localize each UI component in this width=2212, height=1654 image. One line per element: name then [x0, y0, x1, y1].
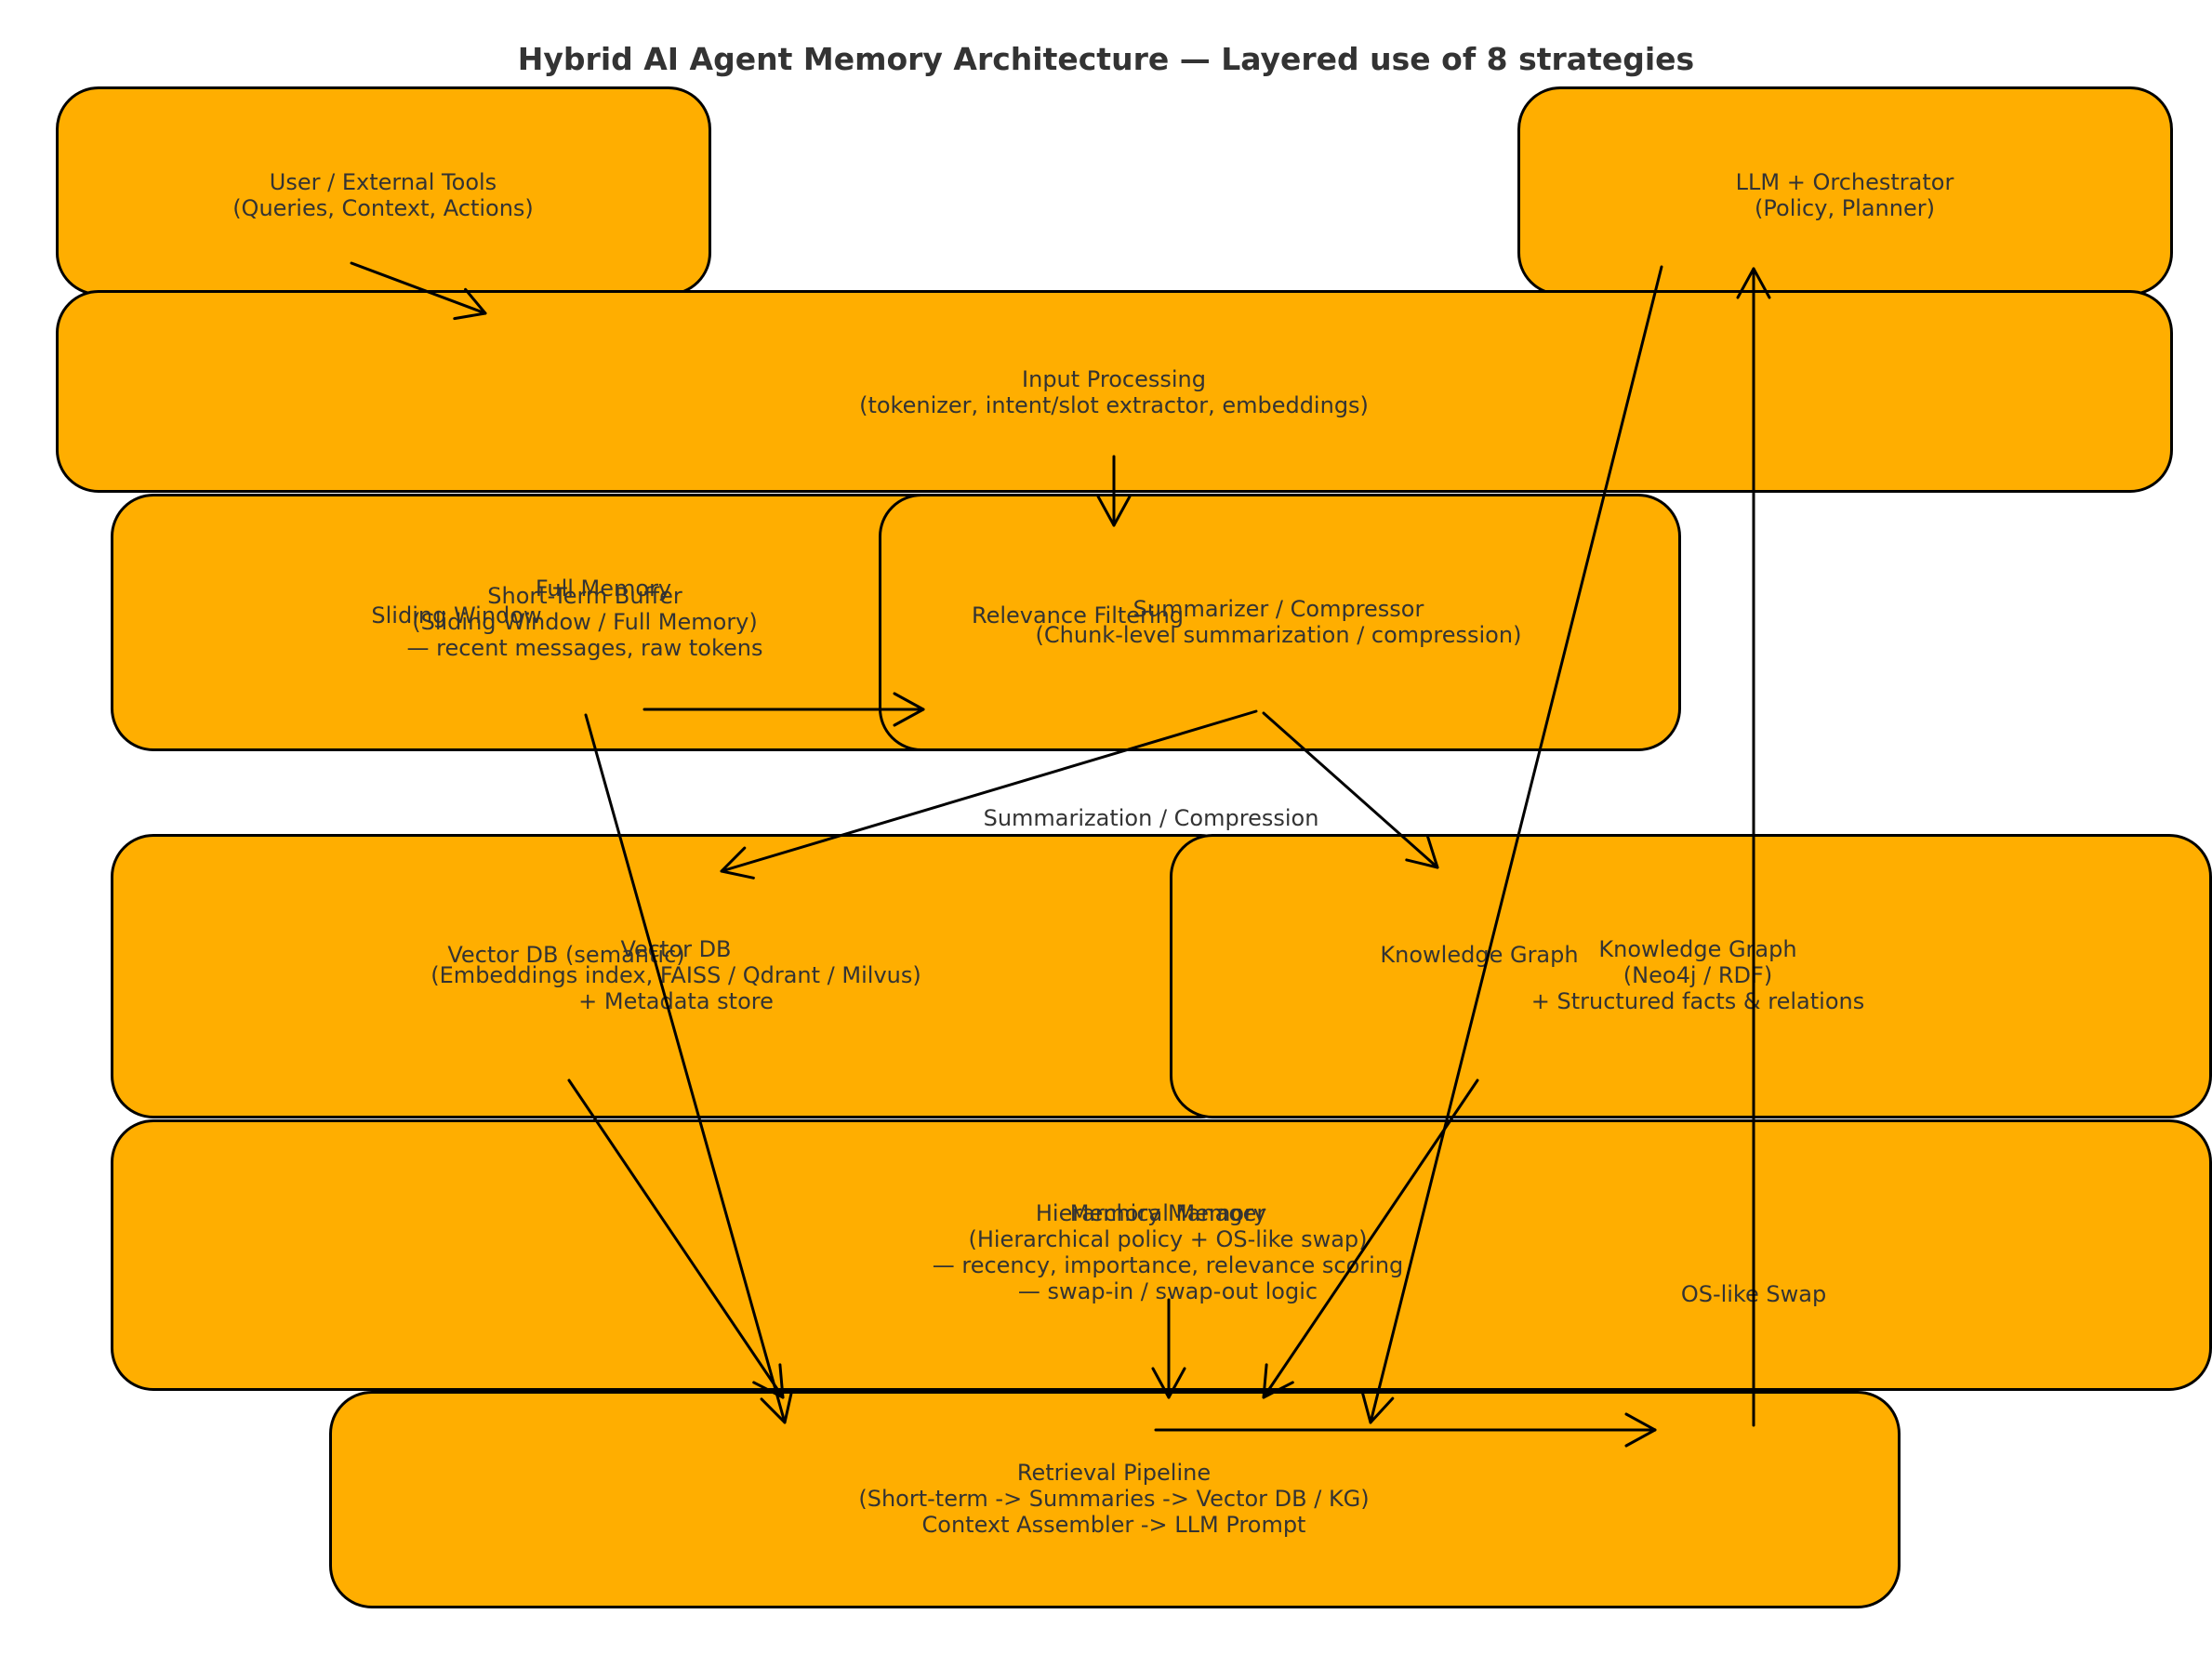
- hierarchical-memory-label: Hierarchical Memory: [1035, 1200, 1267, 1226]
- arrow-user-to-input: [350, 261, 487, 321]
- retrieval-pipeline-text: Retrieval Pipeline (Short-term -> Summar…: [858, 1460, 1370, 1538]
- arrow-input-to-summarizer: [1096, 455, 1132, 527]
- full-memory-label: Full Memory: [535, 576, 672, 602]
- vector-db-text: Vector DB (Embeddings index, FAISS / Qdr…: [430, 936, 921, 1014]
- arrow-summarizer-to-kg: [1262, 711, 1439, 869]
- arrow-memorymanager-to-retrieval: [1151, 1298, 1186, 1399]
- knowledge-graph-label: Knowledge Graph: [1380, 942, 1579, 968]
- vector-db-semantic-label: Vector DB (semantic): [447, 942, 685, 968]
- knowledge-graph-text: Knowledge Graph (Neo4j / RDF) + Structur…: [1530, 936, 1865, 1014]
- arrow-vectordb-to-retrieval: [567, 1078, 785, 1399]
- memory-manager-box: [111, 1119, 2212, 1391]
- arrow-llm-to-retrieval: [1360, 265, 1663, 1424]
- relevance-filtering-label: Relevance Filtering: [971, 602, 1185, 629]
- summarizer-box: [879, 494, 1681, 751]
- sliding-window-label: Sliding Window: [371, 602, 542, 629]
- arrow-shortterm-to-summarizer: [642, 692, 925, 727]
- memory-manager-text: Memory Manager (Hierarchical policy + OS…: [932, 1200, 1404, 1304]
- short-term-buffer-text: Short-Term Buffer (Sliding Window / Full…: [406, 583, 763, 661]
- retrieval-pipeline-box: [329, 1391, 1901, 1608]
- diagram-title: Hybrid AI Agent Memory Architecture — La…: [517, 41, 1695, 77]
- os-swap-label: OS-like Swap: [1680, 1281, 1827, 1307]
- arrow-swap-to-llm: [1736, 267, 1771, 1427]
- arrow-shortterm-to-retrieval: [584, 713, 794, 1424]
- arrow-retrieval-to-swap: [1154, 1412, 1657, 1448]
- arrow-kg-to-retrieval: [1262, 1078, 1479, 1399]
- user-tools-box: [56, 86, 711, 296]
- user-tools-text: User / External Tools (Queries, Context,…: [232, 169, 534, 221]
- summarizer-text: Summarizer / Compressor (Chunk-level sum…: [1035, 596, 1522, 648]
- arrow-summarizer-to-vectordb: [720, 709, 1258, 880]
- input-processing-text: Input Processing (tokenizer, intent/slot…: [859, 366, 1369, 418]
- llm-orchestrator-text: LLM + Orchestrator (Policy, Planner): [1735, 169, 1954, 221]
- knowledge-graph-box: [1170, 834, 2212, 1118]
- summarization-label: Summarization / Compression: [983, 805, 1319, 831]
- vector-db-box: [111, 834, 1243, 1118]
